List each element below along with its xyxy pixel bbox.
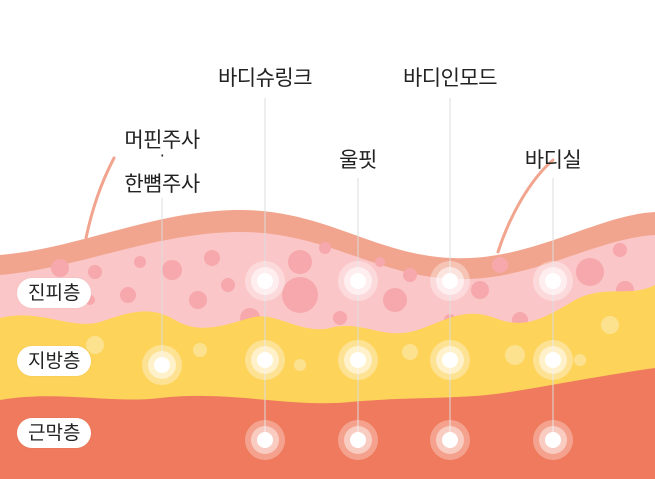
body-shuring-label: 바디슈링크 <box>217 66 313 90</box>
body-in-mode-label: 바디인모드 <box>402 66 498 90</box>
body-sil-label: 바디실 <box>524 148 582 172</box>
label-separator-dot: · <box>159 146 165 165</box>
target-dot <box>533 340 573 380</box>
muscle-target-dots <box>245 420 573 460</box>
dermis-target-dots <box>245 261 573 301</box>
lipo-injection-label-1: 머핀주사 <box>124 128 200 152</box>
target-dot <box>430 420 470 460</box>
target-dot <box>245 420 285 460</box>
target-dot <box>533 261 573 301</box>
fat-layer-label: 지방층 <box>17 346 92 376</box>
muscle-layer-label: 근막층 <box>17 418 92 448</box>
target-dot <box>338 340 378 380</box>
target-dot <box>430 340 470 380</box>
dermis-layer-label: 진피층 <box>17 278 92 308</box>
lipo-injection-connector <box>84 156 116 240</box>
target-dot <box>430 261 470 301</box>
target-dot <box>338 420 378 460</box>
muscle-layer <box>0 368 655 479</box>
fat-target-dots <box>142 340 573 385</box>
target-dot <box>338 261 378 301</box>
target-dot <box>142 345 182 385</box>
body-sil-connector <box>496 158 555 254</box>
target-dot <box>533 420 573 460</box>
lipo-injection-label-2: 한뼘주사 <box>124 172 200 196</box>
target-dot <box>245 340 285 380</box>
fat-bubbles <box>86 316 619 371</box>
target-dot <box>245 261 285 301</box>
ulpit-label: 울핏 <box>339 148 377 172</box>
